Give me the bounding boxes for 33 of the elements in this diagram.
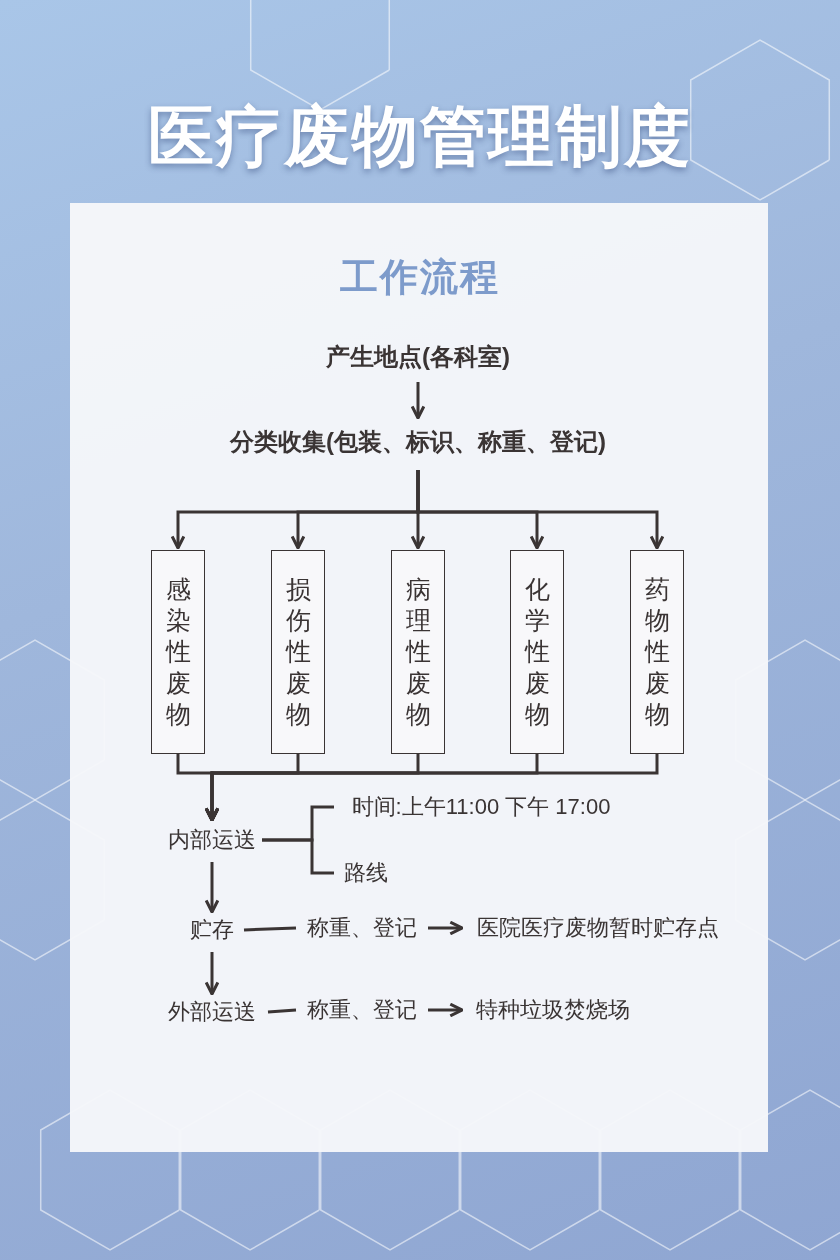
step-label: 贮存 bbox=[190, 916, 234, 944]
poster-title: 医疗废物管理制度 bbox=[147, 98, 693, 175]
connector-line bbox=[267, 1008, 297, 1014]
arrow bbox=[416, 470, 665, 550]
category-label: 病理性废物 bbox=[405, 573, 431, 730]
waste-category-box bbox=[151, 550, 205, 754]
waste-category-box bbox=[510, 550, 564, 754]
category-label: 化学性废物 bbox=[524, 573, 550, 730]
waste-category-box bbox=[630, 550, 684, 754]
category-label: 感染性废物 bbox=[165, 573, 191, 730]
step-label: 内部运送 bbox=[168, 826, 256, 854]
category-label: 药物性废物 bbox=[644, 573, 670, 730]
step-label: 特种垃圾焚烧场 bbox=[476, 996, 630, 1024]
arrow bbox=[410, 382, 426, 420]
step-label: 称重、登记 bbox=[307, 914, 417, 942]
arrow bbox=[204, 862, 220, 914]
arrow bbox=[204, 754, 659, 822]
step-label: 医院医疗废物暂时贮存点 bbox=[477, 914, 719, 942]
step-label: 外部运送 bbox=[168, 998, 256, 1026]
step-label: 产生地点(各科室) bbox=[326, 342, 510, 372]
arrow bbox=[428, 920, 464, 936]
step-label: 时间:上午11:00 下午 17:00 bbox=[351, 793, 611, 821]
step-label: 路线 bbox=[344, 859, 388, 887]
waste-category-box bbox=[271, 550, 325, 754]
waste-category-box bbox=[391, 550, 445, 754]
arrow bbox=[428, 1002, 464, 1018]
step-label: 称重、登记 bbox=[307, 996, 417, 1024]
category-label: 损伤性废物 bbox=[285, 573, 311, 730]
arrow bbox=[204, 952, 220, 996]
step-label: 分类收集(包装、标识、称重、登记) bbox=[230, 427, 606, 457]
section-heading: 工作流程 bbox=[339, 255, 501, 300]
connector-line bbox=[243, 926, 297, 932]
connector-line bbox=[262, 838, 334, 875]
